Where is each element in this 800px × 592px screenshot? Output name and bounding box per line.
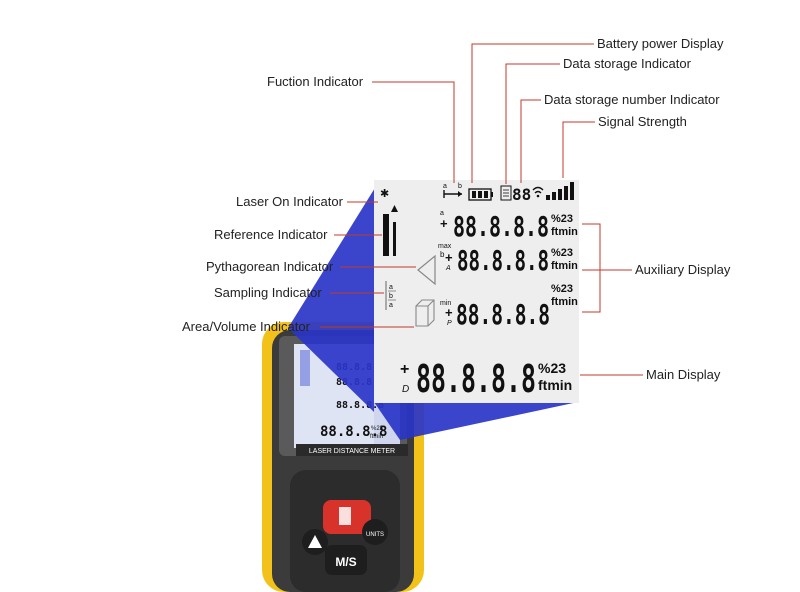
label-sampling-indicator: Sampling Indicator (214, 285, 322, 300)
beam-left (288, 183, 378, 412)
battery-icon (468, 188, 493, 201)
leader-data-storage (505, 63, 560, 184)
main-D-label: D (402, 384, 409, 395)
label-pythagorean-indicator: Pythagorean Indicator (206, 259, 334, 274)
label-battery-power-display: Battery power Display (597, 36, 724, 51)
aux2-A-label: A (445, 265, 451, 272)
aux1-a-label: a (440, 210, 444, 217)
label-auxiliary-display: Auxiliary Display (635, 262, 731, 277)
label-data-storage-indicator: Data storage Indicator (563, 56, 692, 71)
aux3-plus: + (445, 305, 453, 320)
label-main-display: Main Display (646, 367, 721, 382)
laser-on-icon: ✱ (380, 188, 389, 200)
function-a-label: a (443, 183, 447, 190)
main-pct: %23 (538, 360, 566, 376)
device-brand-strip (296, 444, 408, 456)
label-function-indicator: Fuction Indicator (267, 74, 364, 89)
aux2-ftmin: ftmin (551, 260, 578, 272)
aux1-pct: %23 (551, 213, 573, 225)
aux3-pct: %23 (551, 283, 573, 295)
label-data-storage-number-indicator: Data storage number Indicator (544, 92, 720, 107)
aux3-P-label: P (447, 320, 452, 327)
area-volume-icon (415, 299, 435, 327)
leader-storage-number (520, 99, 541, 183)
aux2-plus: + (445, 250, 453, 265)
aux3-min-label: min (440, 300, 451, 307)
device-lcd-main: 88.8.8.8 (320, 424, 387, 440)
device-lcd-ftmin: ftmin (370, 434, 383, 440)
leader-battery (471, 43, 594, 183)
leader-lines (320, 43, 643, 376)
measure-key-icon (339, 507, 351, 525)
aux2-pct: %23 (551, 247, 573, 259)
signal-strength-icon (532, 182, 574, 200)
aux2-digits: 88.8.8.8 (457, 244, 549, 277)
leader-function (372, 81, 455, 183)
storage-number-digits: 88 (512, 185, 531, 204)
units-key-label: UNITS (366, 532, 384, 538)
function-b-label: b (458, 183, 462, 190)
beam-bottom (374, 402, 578, 440)
leader-auxiliary-bracket (582, 223, 601, 313)
device-units-key (362, 519, 388, 545)
main-ftmin: ftmin (538, 377, 572, 393)
reference-icon (383, 205, 398, 256)
main-plus: + (400, 361, 409, 378)
aux2-b-label: b (440, 250, 445, 259)
sampling-a-label: a (389, 284, 393, 291)
device-lcd-beam-tint (300, 350, 310, 386)
label-signal-strength: Signal Strength (598, 114, 687, 129)
svg-text:✱: ✱ (380, 188, 389, 200)
sampling-c-label: a (389, 302, 393, 309)
device-lcd-line3: 88.8.8.8 (336, 400, 384, 411)
function-indicator-icon: a b (443, 183, 462, 198)
sampling-b-label: b (389, 293, 393, 300)
data-storage-icon (500, 185, 512, 201)
device-brand-text: LASER DISTANCE METER (309, 448, 395, 455)
aux1-digits: 88.8.8.8 (453, 210, 549, 243)
aux3-digits: 88.8.8.8 (456, 298, 550, 331)
leader-signal (562, 121, 595, 178)
sampling-icon: a b a (385, 281, 396, 310)
ms-key-label: M/S (335, 555, 356, 569)
aux1-plus: + (440, 216, 448, 231)
aux1-ftmin: ftmin (551, 226, 578, 238)
label-laser-on-indicator: Laser On Indicator (236, 194, 344, 209)
device-ms-key (325, 545, 367, 575)
lcd-panel (374, 180, 579, 403)
main-digits: 88.8.8.8 (416, 357, 536, 401)
device-lcd-pct: %23 (371, 426, 384, 432)
pythagorean-icon (417, 254, 436, 286)
label-reference-indicator: Reference Indicator (214, 227, 328, 242)
aux3-ftmin: ftmin (551, 296, 578, 308)
area-key-icon (308, 535, 322, 548)
label-area-volume-indicator: Area/Volume Indicator (182, 319, 311, 334)
aux2-max-label: max (438, 243, 452, 250)
